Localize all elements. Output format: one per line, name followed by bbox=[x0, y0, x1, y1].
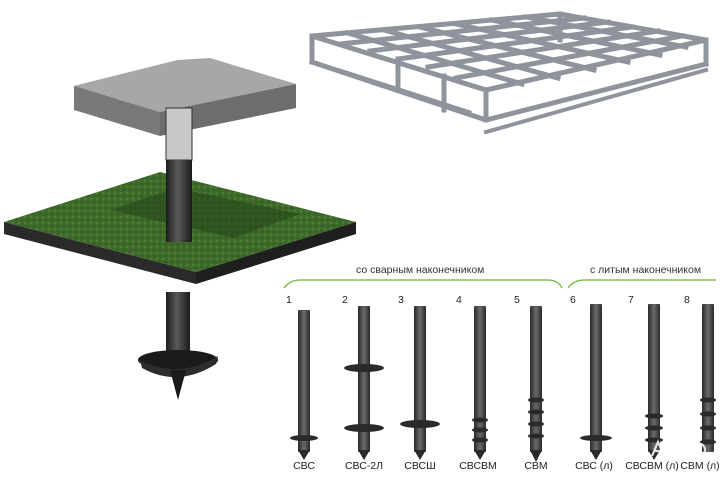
pile-6 bbox=[580, 304, 612, 460]
pile-4 bbox=[472, 306, 488, 460]
pile-number: 7 bbox=[628, 294, 634, 306]
pile-foundation-illustration bbox=[4, 58, 356, 400]
pile-3 bbox=[400, 306, 440, 460]
pile-caption: СВСШ bbox=[404, 460, 436, 472]
pile-number: 8 bbox=[684, 294, 690, 306]
pile-caption: СВСВМ (л) bbox=[625, 460, 679, 472]
pile-8 bbox=[700, 304, 716, 452]
pile-caption: СВСВМ bbox=[459, 460, 497, 472]
pile-caption: СВМ bbox=[524, 460, 548, 472]
pile-number: 6 bbox=[570, 294, 576, 306]
pile-5 bbox=[528, 306, 544, 462]
pile-caption: СВС-2Л bbox=[344, 460, 384, 472]
pile-caption: СВМ (л) bbox=[680, 460, 720, 472]
pile-number: 5 bbox=[514, 294, 520, 306]
steel-frame-illustration bbox=[308, 11, 710, 135]
pile-number: 3 bbox=[398, 294, 404, 306]
pile-caption: СВС bbox=[293, 460, 315, 472]
watermark-logo bbox=[620, 439, 707, 459]
pile-1 bbox=[290, 310, 318, 460]
group-brackets bbox=[283, 279, 716, 289]
pile-number: 4 bbox=[456, 294, 462, 306]
pile-2 bbox=[344, 306, 384, 460]
pile-7 bbox=[645, 304, 663, 460]
pile-number: 2 bbox=[342, 294, 348, 306]
pile-caption: СВС (л) bbox=[575, 460, 613, 472]
group-label-welded: со сварным наконечником bbox=[356, 264, 485, 276]
pile-number: 1 bbox=[286, 294, 292, 306]
pile-row bbox=[290, 304, 716, 462]
group-label-cast: с литым наконечником bbox=[590, 264, 702, 276]
